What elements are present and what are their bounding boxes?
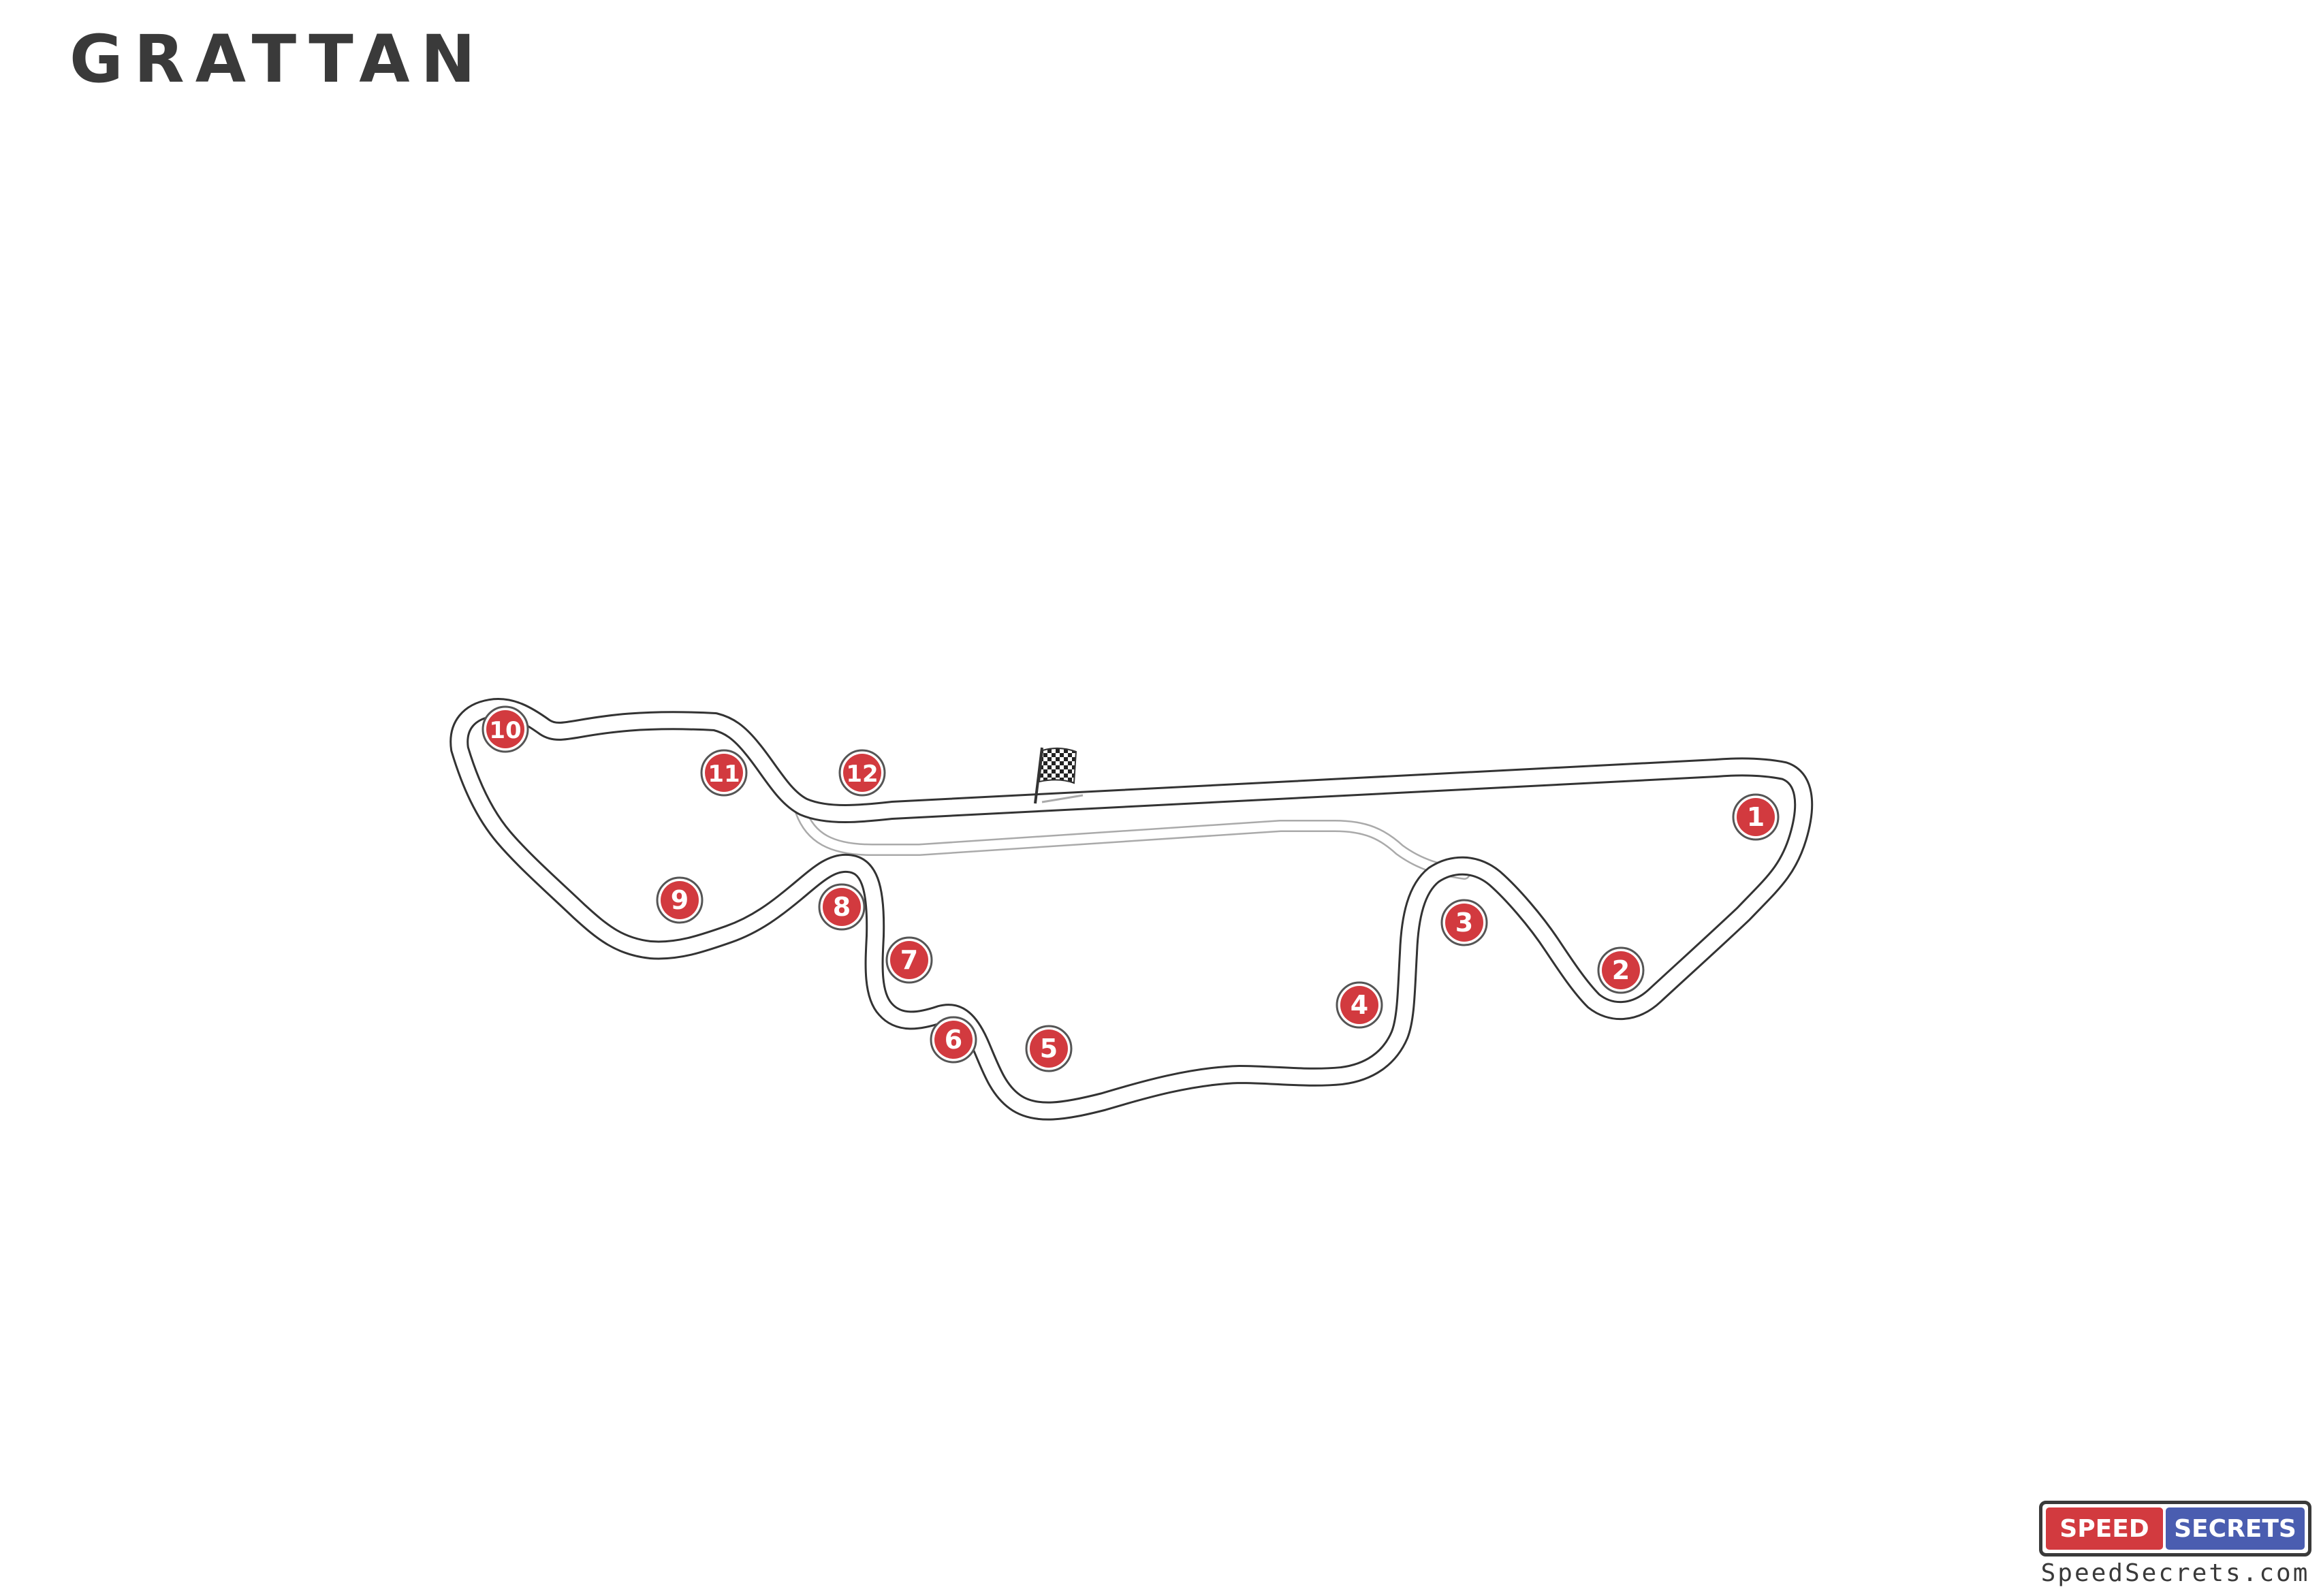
- turn-number: 8: [833, 892, 851, 922]
- website-link[interactable]: SpeedSecrets.com: [2040, 1559, 2310, 1587]
- turn-number: 4: [1351, 990, 1368, 1020]
- start-finish-line: [1041, 794, 1084, 803]
- turn-number: 9: [671, 885, 689, 915]
- turn-marker-2: 2: [1597, 946, 1645, 994]
- turn-number: 6: [945, 1025, 962, 1055]
- turn-marker-5: 5: [1025, 1025, 1073, 1072]
- turn-number: 7: [900, 945, 918, 975]
- turn-marker-7: 7: [885, 936, 933, 984]
- turn-number: 10: [489, 717, 521, 744]
- turn-number: 2: [1612, 955, 1630, 985]
- turn-marker-1: 1: [1732, 793, 1780, 841]
- turn-number: 12: [846, 761, 878, 788]
- turn-marker-10: 10: [481, 705, 529, 753]
- turn-number: 1: [1747, 802, 1765, 832]
- page-title: GRATTAN: [69, 21, 486, 97]
- turn-number: 11: [708, 761, 740, 788]
- turn-marker-8: 8: [818, 883, 866, 931]
- turn-number: 5: [1040, 1034, 1058, 1064]
- logo-speed: SPEED: [2046, 1507, 2163, 1550]
- turn-marker-12: 12: [838, 749, 886, 797]
- speed-secrets-logo: SPEED SECRETS: [2039, 1501, 2311, 1557]
- logo-secrets: SECRETS: [2166, 1507, 2305, 1550]
- turn-marker-3: 3: [1440, 899, 1488, 946]
- checkered-flag-icon: [1034, 747, 1077, 804]
- turn-number: 3: [1455, 908, 1473, 938]
- turn-marker-9: 9: [656, 876, 704, 924]
- turn-marker-6: 6: [930, 1016, 977, 1064]
- pit-lane: [795, 805, 1470, 880]
- turn-marker-11: 11: [700, 749, 748, 797]
- turn-marker-4: 4: [1336, 981, 1383, 1029]
